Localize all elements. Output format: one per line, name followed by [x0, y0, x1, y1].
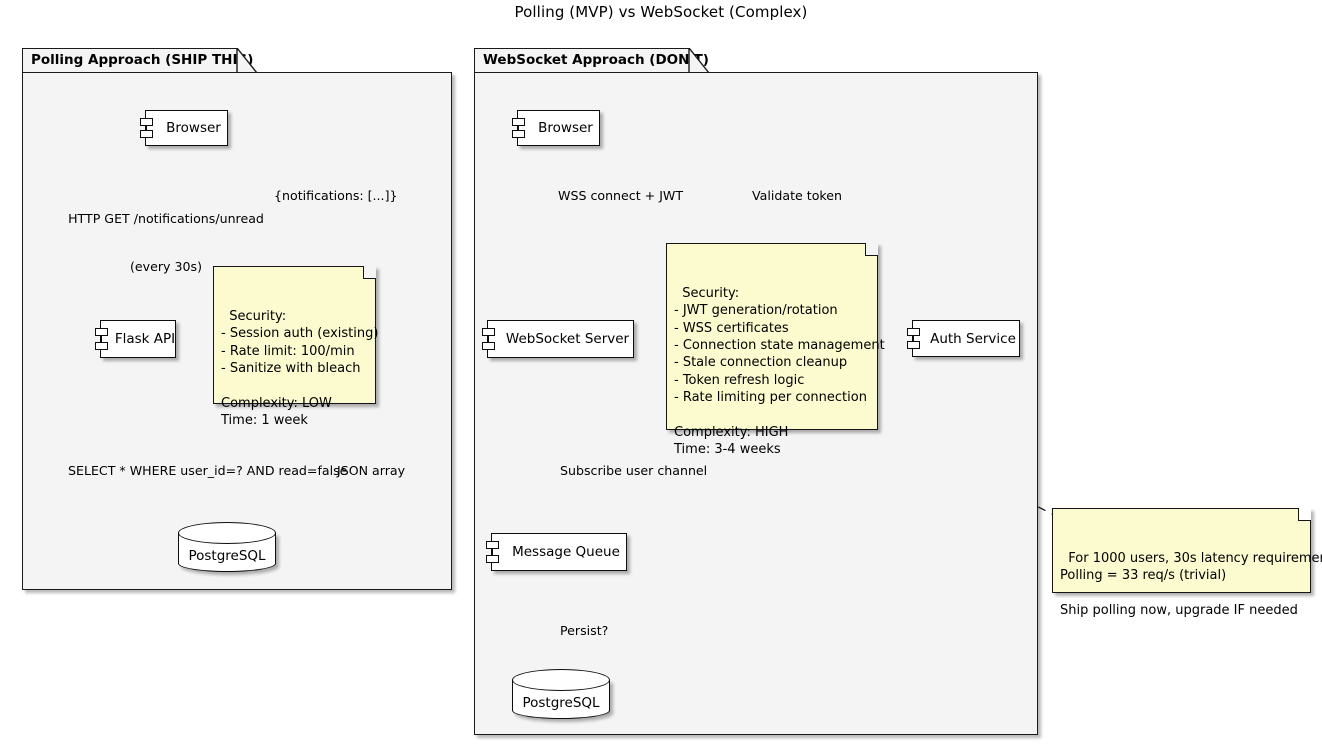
note-fold-corner [865, 243, 878, 256]
component-lug-bottom [907, 341, 920, 349]
note-text: Security: - Session auth (existing) - Ra… [221, 308, 379, 429]
component-label: Browser [166, 120, 221, 136]
edge-label-ws-validate: Validate token [752, 188, 842, 203]
edge-label-polling-request: HTTP GET /notifications/unread (every 30… [68, 179, 264, 291]
edge-label-ws-persist: Persist? [560, 623, 609, 638]
edge-label-polling-query: SELECT * WHERE user_id=? AND read=false [68, 463, 348, 478]
component-lug-bottom [140, 130, 153, 138]
edge-label-polling-response: {notifications: [...]} [274, 188, 398, 203]
note-websocket-security: Security: - JWT generation/rotation - WS… [666, 243, 885, 457]
note-text: For 1000 users, 30s latency requirement:… [1060, 550, 1322, 619]
database-polling-postgresql[interactable]: PostgreSQL [178, 522, 276, 572]
component-label: Message Queue [512, 544, 620, 560]
component-lug-bottom [512, 130, 525, 138]
component-spine [913, 332, 915, 345]
edge-label-ws-subscribe: Subscribe user channel [560, 463, 708, 478]
component-label: Auth Service [930, 330, 1016, 347]
note-fold-corner [363, 266, 376, 279]
component-lug-top [95, 328, 108, 336]
package-tab-websocket: WebSocket Approach (DON'T) [474, 48, 709, 73]
database-ws-postgresql[interactable]: PostgreSQL [512, 669, 610, 719]
component-lug-top [482, 328, 495, 336]
component-label: WebSocket Server [505, 331, 630, 347]
edge-label-line-2: (every 30s) [130, 259, 202, 274]
component-spine [101, 332, 103, 346]
component-spine [488, 332, 490, 346]
component-ws-browser[interactable]: Browser [512, 110, 600, 146]
component-lug-top [140, 118, 153, 126]
edge-label-polling-result: JSON array [337, 463, 406, 478]
component-spine [492, 545, 494, 559]
page-title: Polling (MVP) vs WebSocket (Complex) [514, 3, 808, 21]
component-lug-bottom [95, 342, 108, 350]
edge-label-ws-connect: WSS connect + JWT [558, 188, 684, 203]
component-polling-browser[interactable]: Browser [140, 110, 228, 146]
db-cylinder-top [512, 669, 610, 691]
component-polling-flask-api[interactable]: Flask API [95, 320, 176, 358]
package-title-polling: Polling Approach (SHIP THIS) [31, 52, 254, 68]
component-lug-top [907, 328, 920, 336]
package-title-websocket: WebSocket Approach (DON'T) [483, 52, 709, 68]
package-tab-polling: Polling Approach (SHIP THIS) [22, 48, 253, 73]
note-verdict: For 1000 users, 30s latency requirement:… [1052, 508, 1322, 618]
note-text: Security: - JWT generation/rotation - WS… [674, 285, 885, 458]
component-label: Browser [538, 120, 593, 136]
edge-label-line-1: HTTP GET /notifications/unread [68, 211, 264, 226]
note-polling-security: Security: - Session auth (existing) - Ra… [213, 266, 378, 428]
component-websocket-server[interactable]: WebSocket Server [482, 320, 634, 358]
component-auth-service[interactable]: Auth Service [907, 320, 1020, 357]
component-message-queue[interactable]: Message Queue [486, 533, 627, 571]
note-fold-corner [1298, 508, 1311, 521]
db-cylinder-top [178, 522, 276, 544]
component-spine [518, 122, 520, 134]
component-lug-top [486, 541, 499, 549]
db-label: PostgreSQL [522, 695, 600, 711]
package-tab-corner-polling [236, 48, 258, 74]
component-spine [146, 122, 148, 134]
component-lug-bottom [482, 342, 495, 350]
component-label: Flask API [114, 331, 176, 347]
db-label: PostgreSQL [188, 548, 266, 564]
package-tab-corner-websocket [688, 48, 710, 74]
component-lug-top [512, 118, 525, 126]
component-lug-bottom [486, 555, 499, 563]
